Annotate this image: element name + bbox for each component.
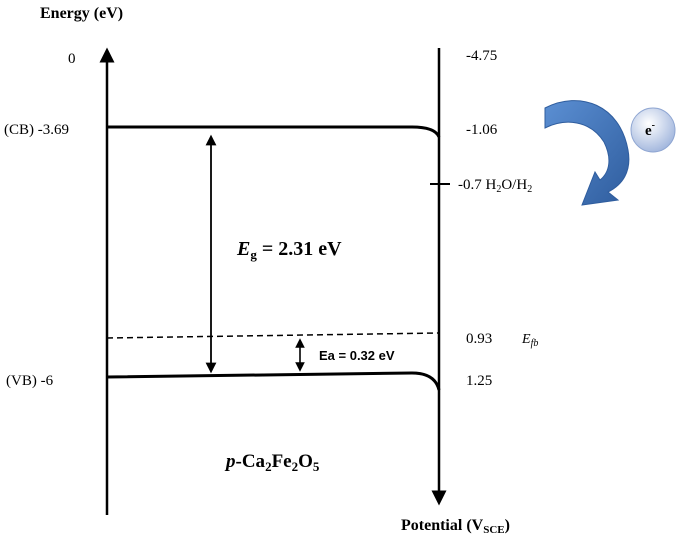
tick-label-right-cb: -1.06 bbox=[466, 122, 498, 138]
band-gap-symbol: E bbox=[236, 238, 250, 260]
potential-axis-title: Potential (VSCE) bbox=[401, 517, 510, 536]
material-part-4: O bbox=[298, 451, 313, 472]
band-gap-label: Eg = 2.31 eV bbox=[236, 238, 342, 262]
redox-label: -0.7 H2O/H2 bbox=[458, 177, 532, 195]
potential-title-close: ) bbox=[505, 517, 510, 534]
valence-band-edge bbox=[106, 371, 441, 391]
tick-label-right-efb: 0.93 bbox=[466, 331, 492, 347]
redox-value: -0.7 bbox=[458, 177, 482, 193]
tick-label-right-top: -4.75 bbox=[466, 48, 497, 64]
electron-label: e- bbox=[645, 120, 655, 139]
material-prefix: p bbox=[224, 451, 236, 472]
flatband-line bbox=[106, 332, 440, 339]
redox-couple-sub-b: 2 bbox=[527, 184, 532, 195]
band-gap-value: = 2.31 eV bbox=[257, 238, 342, 260]
tick-label-left-0: 0 bbox=[68, 51, 76, 67]
tick-label-right-vb: 1.25 bbox=[466, 373, 492, 389]
electron-icon bbox=[630, 107, 676, 153]
electron-charge: - bbox=[652, 120, 655, 131]
flatband-label: Efb bbox=[521, 332, 538, 349]
potential-title-sub: SCE bbox=[483, 524, 504, 536]
conduction-band-edge bbox=[107, 125, 441, 138]
electron-transfer-arrow-icon bbox=[544, 100, 630, 206]
material-part-0: -Ca bbox=[236, 451, 266, 472]
material-part-5: 5 bbox=[313, 459, 320, 474]
flatband-sub: fb bbox=[531, 338, 539, 349]
potential-title-main: Potential (V bbox=[401, 517, 484, 534]
activation-energy-label: Ea = 0.32 eV bbox=[319, 348, 395, 363]
electron-symbol: e bbox=[645, 123, 652, 139]
material-part-1: 2 bbox=[265, 459, 272, 474]
energy-axis-title: Energy (eV) bbox=[40, 5, 123, 22]
tick-label-left-cb: (CB) -3.69 bbox=[4, 122, 69, 138]
flatband-symbol: E bbox=[521, 332, 531, 347]
material-part-3: 2 bbox=[292, 459, 299, 474]
redox-couple-sub-a: 2 bbox=[496, 184, 501, 195]
tick-label-left-vb: (VB) -6 bbox=[6, 373, 54, 389]
redox-couple-a: H bbox=[486, 177, 497, 193]
band-gap-sub: g bbox=[250, 247, 257, 262]
redox-couple-b: O/H bbox=[501, 177, 527, 193]
material-label: p-Ca2Fe2O5 bbox=[224, 451, 320, 474]
material-part-2: Fe bbox=[272, 451, 292, 472]
